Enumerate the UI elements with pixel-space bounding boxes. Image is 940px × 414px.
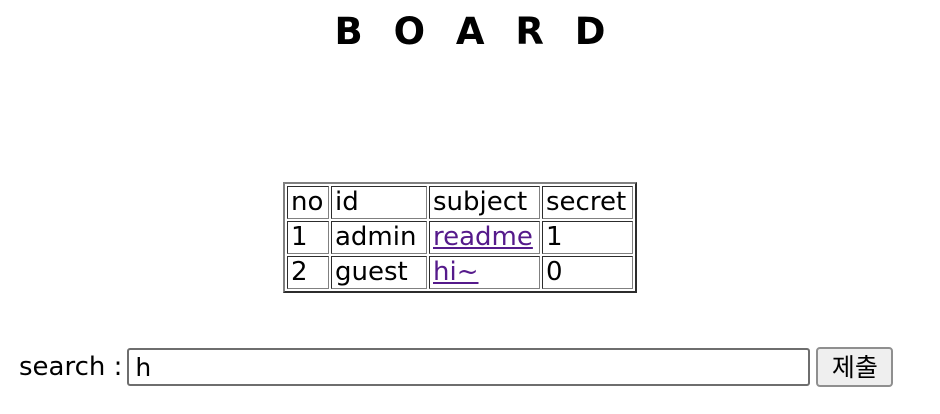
post-link-readme[interactable]: readme — [433, 222, 533, 253]
table-row: 1 admin readme 1 — [287, 221, 633, 255]
cell-no: 2 — [287, 256, 329, 290]
page-title: B O A R D — [334, 10, 615, 53]
board-table-body: no id subject secret 1 admin readme 1 2 … — [287, 186, 633, 290]
table-row: 2 guest hi~ 0 — [287, 256, 633, 290]
board-table: no id subject secret 1 admin readme 1 2 … — [283, 182, 637, 294]
column-header-secret: secret — [542, 186, 633, 220]
cell-id: guest — [331, 256, 427, 290]
submit-button[interactable]: 제출 — [816, 347, 894, 387]
cell-id: admin — [331, 221, 427, 255]
cell-secret: 1 — [542, 221, 633, 255]
column-header-no: no — [287, 186, 329, 220]
post-link-hi[interactable]: hi~ — [433, 257, 479, 288]
search-form: search : 제출 — [0, 344, 940, 390]
search-input[interactable] — [127, 348, 811, 386]
board-table-container: no id subject secret 1 admin readme 1 2 … — [283, 182, 637, 294]
table-header-row: no id subject secret — [287, 186, 633, 220]
cell-subject: hi~ — [429, 256, 540, 290]
cell-no: 1 — [287, 221, 329, 255]
cell-subject: readme — [429, 221, 540, 255]
search-label: search : — [19, 352, 123, 382]
column-header-subject: subject — [429, 186, 540, 220]
column-header-id: id — [331, 186, 427, 220]
cell-secret: 0 — [542, 256, 633, 290]
